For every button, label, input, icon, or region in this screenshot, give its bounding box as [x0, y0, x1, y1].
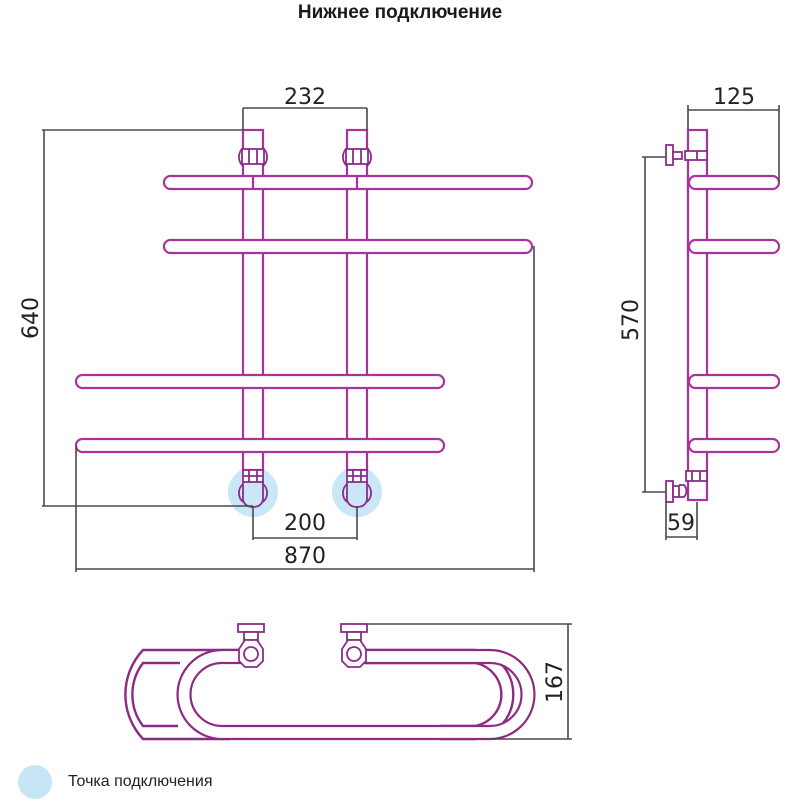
dimension-connection-spacing: 200 [252, 506, 358, 540]
bottom-fitting-left [238, 469, 268, 508]
rail-3 [74, 373, 446, 390]
rail-4 [74, 437, 446, 454]
side-view: 125 570 59 [619, 85, 781, 540]
top-fitting-right [340, 623, 368, 668]
top-loop-left-inner [131, 661, 180, 728]
dimension-wall-offset: 59 [665, 502, 698, 540]
connection-point-legend-icon [18, 765, 52, 799]
dimension-width: 870 [75, 246, 535, 572]
dimension-label-59: 59 [667, 511, 695, 536]
side-rail-3 [687, 373, 781, 390]
dimension-label-232: 232 [284, 85, 326, 110]
rail-1 [162, 174, 534, 191]
top-loop-left-outer [124, 648, 255, 741]
connection-point-right [332, 467, 382, 517]
side-rail-2 [687, 238, 781, 255]
dimension-label-570: 570 [619, 299, 644, 341]
rail-2 [162, 238, 534, 255]
legend-label: Точка подключения [68, 773, 213, 790]
dimension-label-125: 125 [713, 85, 755, 110]
legend: Точка подключения [18, 765, 212, 799]
top-loop-front [176, 648, 536, 741]
dimension-label-167: 167 [543, 661, 568, 703]
top-view: 167 [124, 623, 572, 741]
dimension-label-870: 870 [284, 544, 326, 569]
side-rail-1 [687, 174, 781, 191]
dimension-height: 640 [19, 129, 253, 507]
dimension-depth: 125 [687, 85, 780, 182]
top-nut-right [342, 147, 372, 167]
top-fitting-left [237, 623, 265, 668]
front-view: 232 640 200 870 [19, 85, 535, 572]
top-nut-left [238, 147, 268, 167]
dimension-label-640: 640 [19, 297, 44, 339]
dimension-riser-spacing: 232 [242, 85, 368, 130]
side-riser [686, 128, 709, 502]
dimension-label-200: 200 [284, 511, 326, 536]
diagram-title: Нижнее подключение [297, 2, 503, 23]
dimension-connection-height: 570 [619, 156, 666, 493]
side-top-mount [665, 144, 708, 166]
connection-point-left [228, 467, 278, 517]
dimension-top-depth: 167 [367, 623, 572, 740]
side-rail-4 [687, 437, 781, 454]
top-loop-right-inner [365, 661, 503, 728]
